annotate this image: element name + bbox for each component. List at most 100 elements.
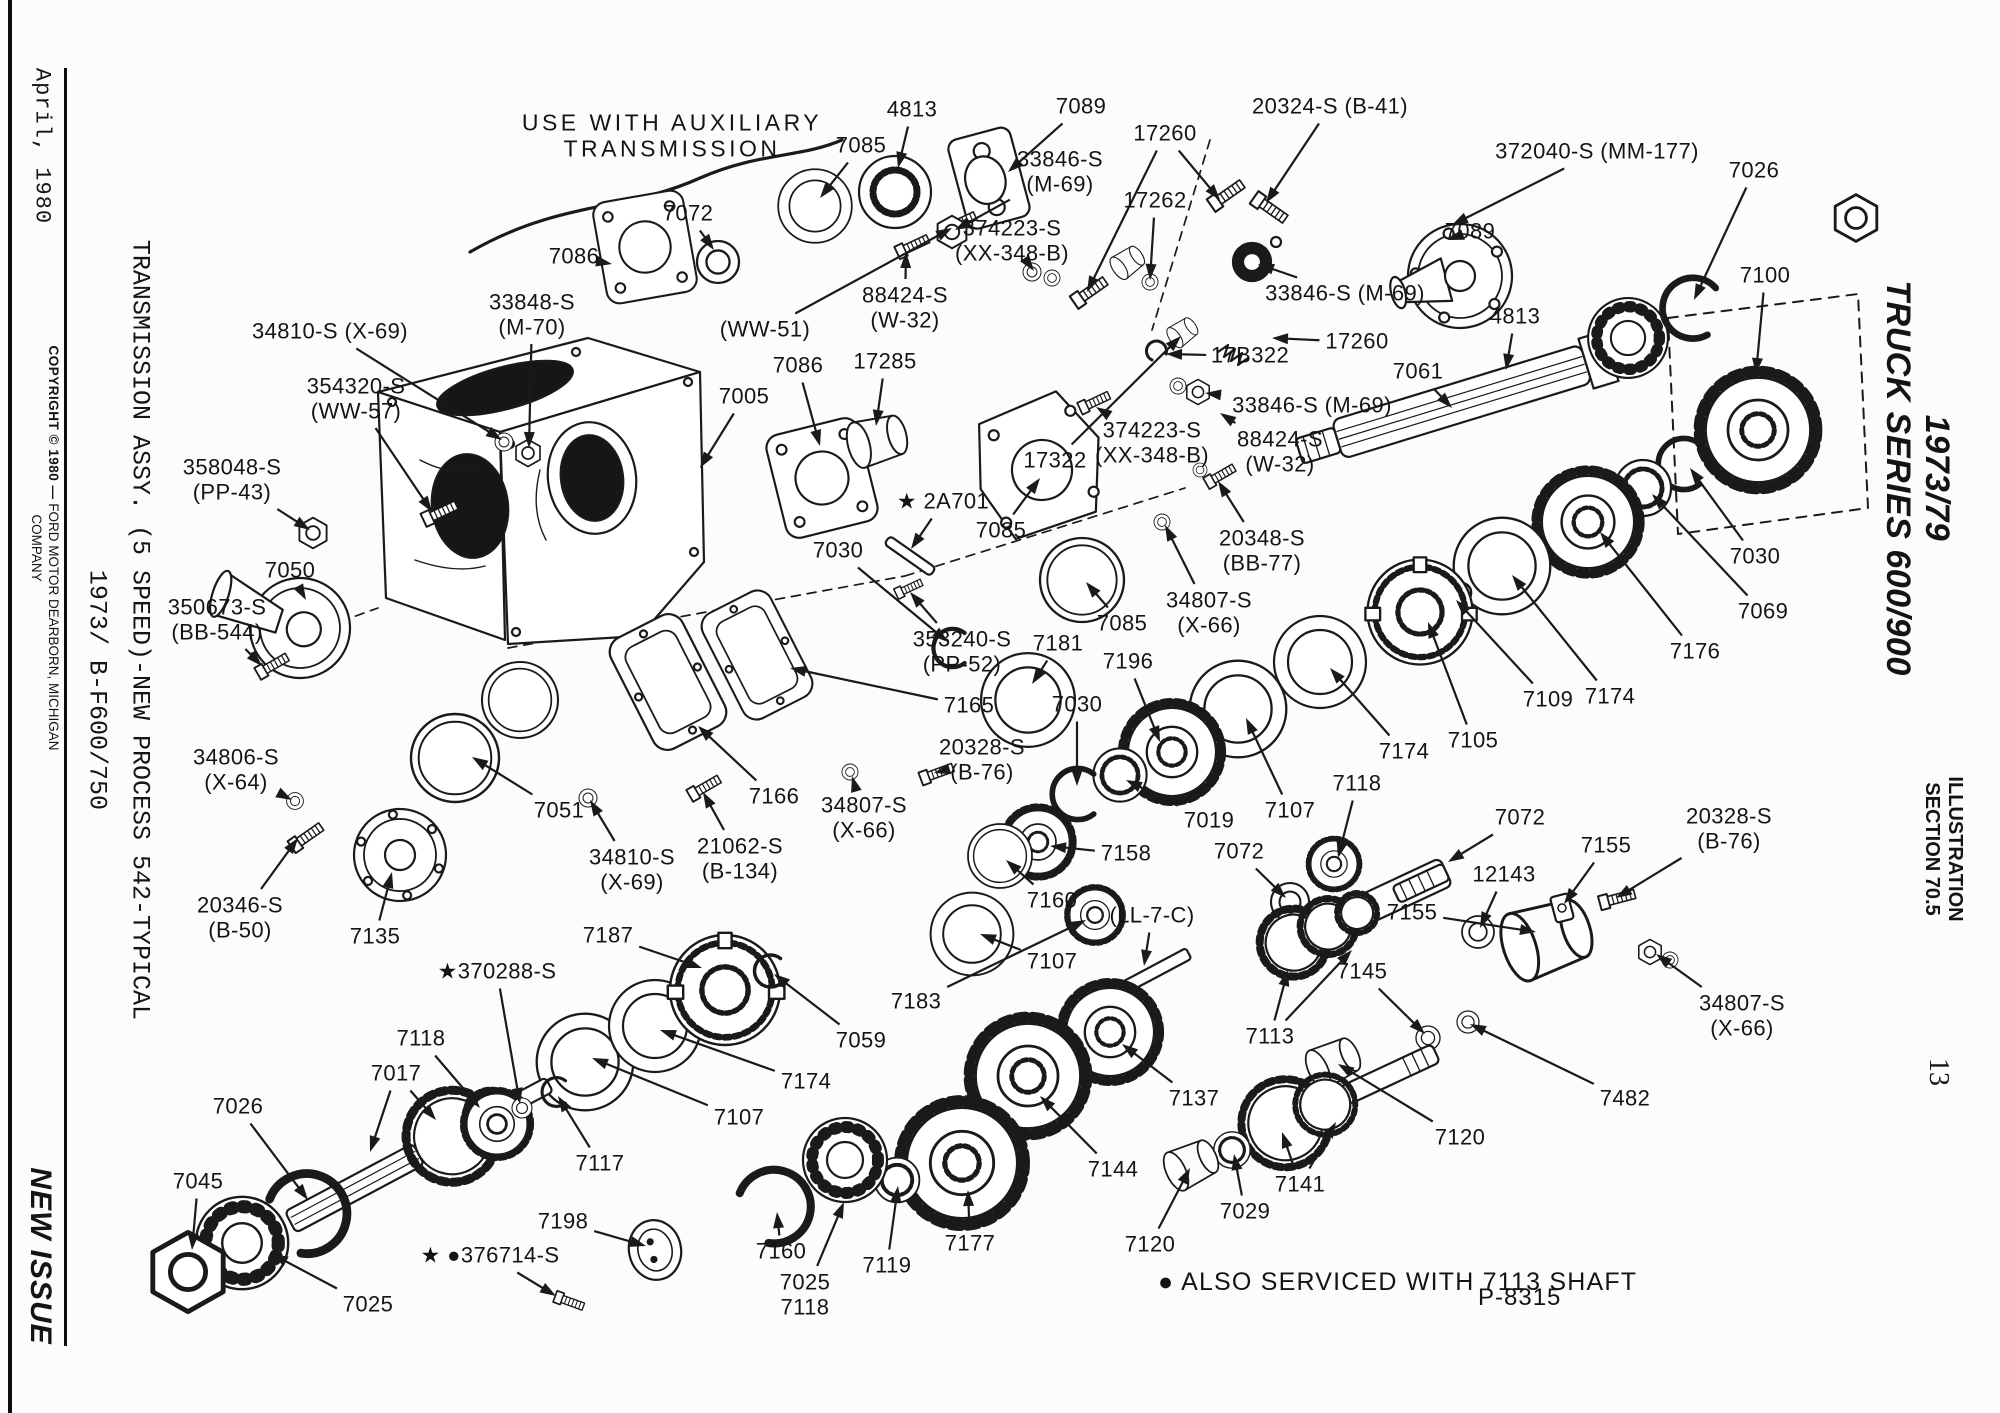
part-label: 7072 — [1213, 838, 1265, 864]
part-label: 7181 — [1032, 630, 1084, 656]
part-label: 7166 — [748, 783, 800, 809]
part-label: 7050 — [264, 557, 316, 583]
part-label: 17322 — [1023, 447, 1087, 473]
leader-arrows — [187, 122, 1765, 1296]
part-label: 12143 — [1472, 861, 1536, 887]
flange-372040 — [1389, 222, 1514, 330]
part-label: 88424-S(W-32) — [1237, 426, 1323, 476]
part-label: 7177 — [944, 1230, 996, 1256]
part-label: 33846-S(M-69) — [1017, 146, 1103, 196]
page-number: 13 — [1923, 1058, 1954, 1086]
part-label: 7045 — [172, 1168, 224, 1194]
part-label: 88424-S(W-32) — [862, 282, 948, 332]
part-label: 7160 — [755, 1238, 807, 1264]
copyright-notice: COPYRIGHT © 1980 — FORD MOTOR DEARBORN, … — [27, 345, 61, 750]
illustration-label: ILLUSTRATION — [1944, 776, 1966, 922]
part-label: 17260 — [1325, 328, 1389, 354]
assembly-title-line1: TRANSMISSION ASSY. (5 SPEED)-NEW PROCESS… — [125, 239, 155, 1021]
assembly-title: TRANSMISSION ASSY. (5 SPEED)-NEW PROCESS… — [76, 240, 161, 1020]
part-label: 7107 — [713, 1104, 765, 1130]
page-edge-rule — [8, 0, 12, 1413]
part-label: 17B322 — [1210, 342, 1290, 368]
part-label: 34810-S(X-69) — [589, 844, 675, 894]
part-label: 7017 — [370, 1060, 422, 1086]
part-label: 20328-S(B-76) — [939, 734, 1025, 784]
part-label: 7176 — [1669, 638, 1721, 664]
part-label: 350673-S(BB-544) — [167, 594, 267, 644]
part-label: 7174 — [1584, 683, 1636, 709]
part-label: 372040-S (MM-177) — [1495, 138, 1699, 164]
part-label: 7119 — [862, 1252, 912, 1278]
part-label: 7141 — [1274, 1171, 1326, 1197]
plate-number: P-8315 — [1478, 1284, 1562, 1311]
part-label: 7107 — [1026, 948, 1078, 974]
copyright-rest: FORD MOTOR DEARBORN, MICHIGAN — [45, 503, 61, 751]
part-label: 7086 — [548, 243, 600, 269]
part-label: 20324-S (B-41) — [1251, 93, 1409, 119]
margin-rule — [64, 68, 67, 1346]
part-label: 33846-S (M-69) — [1232, 392, 1392, 418]
bearing-retainer-7050 — [208, 569, 352, 680]
part-label: 7030 — [812, 537, 864, 563]
part-label: 34807-S(X-66) — [1166, 587, 1252, 637]
part-label: 7135 — [349, 923, 401, 949]
part-label: 7107 — [1264, 797, 1316, 823]
part-label: 353240-S(PP-52) — [912, 626, 1012, 676]
part-label: 34807-S(X-66) — [821, 792, 907, 842]
part-label: 7019 — [1183, 807, 1235, 833]
yoke-7089 — [947, 126, 1031, 230]
part-label: 7089 — [1055, 93, 1107, 119]
part-label: 7120 — [1434, 1124, 1486, 1150]
part-label: 7030 — [1729, 543, 1781, 569]
part-label: 34806-S(X-64) — [193, 744, 279, 794]
part-label: 7109 — [1522, 686, 1574, 712]
truck-series-heading: 1973/79 TRUCK SERIES 600/900 — [1878, 280, 1956, 676]
part-label: 7100 — [1739, 262, 1791, 288]
part-label: 4813 — [886, 96, 938, 122]
part-label: 7059 — [835, 1027, 887, 1053]
part-label: 354320-S(WW-57) — [306, 373, 406, 423]
part-label: 33848-S(M-70) — [489, 289, 575, 339]
part-label: 7118 — [1332, 770, 1382, 796]
part-label: 20328-S(B-76) — [1686, 803, 1772, 853]
parts-layer — [153, 126, 1879, 1312]
cluster-gear-7113 — [1255, 858, 1452, 981]
part-label: 7072 — [1494, 804, 1546, 830]
part-label: 7158 — [1100, 840, 1152, 866]
part-label: 17285 — [853, 348, 917, 374]
part-label: 21062-S(B-134) — [697, 833, 783, 883]
seal-ring — [1231, 241, 1273, 283]
flange-7135 — [352, 807, 448, 903]
part-label: 7174 — [780, 1068, 832, 1094]
part-label: 34807-S(X-66) — [1699, 990, 1785, 1040]
part-label: 7145 — [1336, 958, 1388, 984]
service-note: ● ALSO SERVICED WITH 7113 SHAFT — [1158, 1268, 1638, 1296]
part-label: 7117 — [575, 1150, 625, 1176]
part-label: 7085 — [835, 132, 887, 158]
part-label: 7120 — [1124, 1231, 1176, 1257]
part-label: ★ ●376714-S — [420, 1242, 560, 1268]
part-label: 7137 — [1168, 1085, 1220, 1111]
part-label: 374223-S(XX-348-B) — [954, 215, 1070, 265]
part-label: 17260 — [1133, 120, 1197, 146]
series-name: TRUCK SERIES 600/900 — [1879, 280, 1917, 676]
part-label: 7086 — [772, 352, 824, 378]
dashed-box — [1667, 293, 1869, 535]
part-label: 374223-S(XX-348-B) — [1094, 417, 1210, 467]
annotation-curve — [468, 138, 844, 254]
transmission-case — [376, 336, 706, 646]
clip-17b322 — [1144, 339, 1168, 362]
part-label: 7113 — [1245, 1023, 1295, 1049]
part-label: 33846-S (M-69) — [1265, 280, 1425, 306]
part-label: 7482 — [1599, 1085, 1651, 1111]
part-label: (WW-51) — [719, 316, 811, 342]
part-label: ★370288-S — [437, 958, 557, 984]
part-label: 7118 — [396, 1025, 446, 1051]
part-label: 7089 — [1444, 218, 1496, 244]
part-label: 7085 — [1096, 610, 1148, 636]
cap-7198 — [627, 1219, 683, 1281]
part-label: 17262 — [1123, 187, 1187, 213]
part-label: 34810-S (X-69) — [251, 318, 409, 344]
